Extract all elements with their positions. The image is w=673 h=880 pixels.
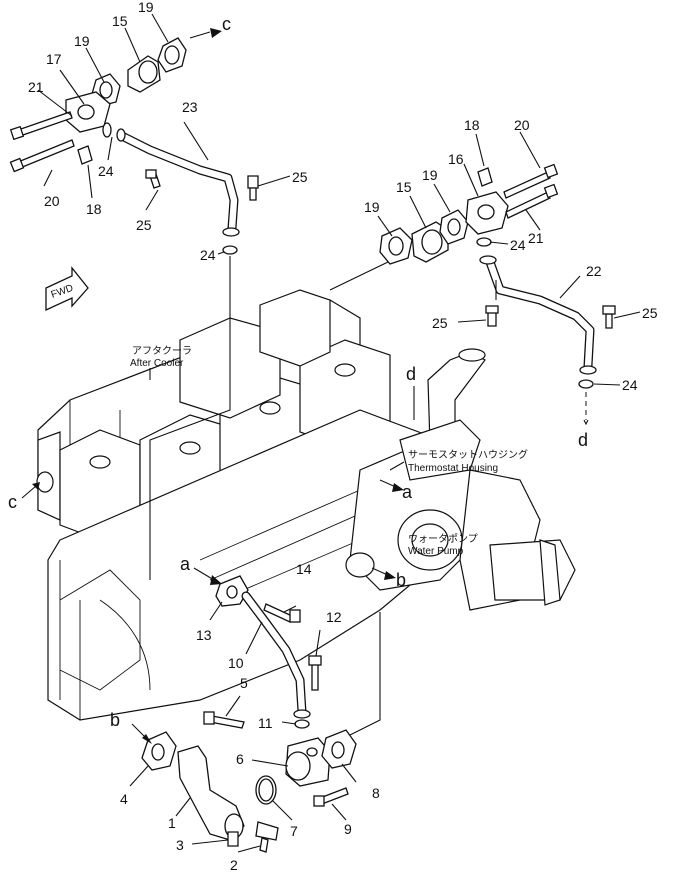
callout-15-left: 15 <box>112 13 128 29</box>
callout-3: 3 <box>176 837 184 853</box>
callout-25-left: 25 <box>136 217 152 233</box>
callout-22: 22 <box>586 263 602 279</box>
callout-25-right: 25 <box>432 315 448 331</box>
fwd-arrow: FWD <box>45 266 89 312</box>
callout-14: 14 <box>296 561 312 577</box>
letter-c-left: c <box>8 492 17 512</box>
after-cooler-en: After Cooler <box>130 358 184 369</box>
callout-6: 6 <box>236 751 244 767</box>
bottom-assembly <box>21 479 404 853</box>
callout-20-left: 20 <box>44 193 60 209</box>
callout-24-bottom-right: 24 <box>622 377 638 393</box>
callout-24-left: 24 <box>98 163 114 179</box>
callout-25-far-right: 25 <box>642 305 658 321</box>
callout-18-left: 18 <box>86 201 102 217</box>
top-left-assembly <box>9 13 291 255</box>
callout-9: 9 <box>344 821 352 837</box>
callout-7: 7 <box>290 823 298 839</box>
engine-block <box>36 289 576 721</box>
callout-25-mid: 25 <box>292 169 308 185</box>
callout-1: 1 <box>168 815 176 831</box>
component-annotations: アフタクーラ After Cooler サーモスタットハウジング Thermos… <box>130 345 528 557</box>
top-right-assembly <box>377 131 641 389</box>
letter-c-top: c <box>222 14 231 34</box>
water-pump-en: Water Pump <box>408 546 464 557</box>
callout-8: 8 <box>372 785 380 801</box>
callout-19-right: 19 <box>364 199 380 215</box>
callout-17: 17 <box>46 51 62 67</box>
callout-15-right: 15 <box>396 179 412 195</box>
water-pump-jp: ウォータポンプ <box>408 533 478 545</box>
callout-21-left: 21 <box>28 79 44 95</box>
callout-labels: 21 17 19 15 19 c 23 24 20 18 25 25 24 18… <box>8 0 658 873</box>
callout-2: 2 <box>230 857 238 873</box>
thermostat-jp: サーモスタットハウジング <box>408 448 528 461</box>
callout-4: 4 <box>120 791 128 807</box>
letter-d-right: d <box>578 430 588 450</box>
callout-16: 16 <box>448 151 464 167</box>
letter-d-mid: d <box>406 364 416 384</box>
callout-21-right: 21 <box>528 230 544 246</box>
callout-13: 13 <box>196 627 212 643</box>
thermostat-en: Thermostat Housing <box>408 463 498 474</box>
letter-b-left: b <box>110 710 120 730</box>
letter-a-left: a <box>180 554 191 574</box>
letter-a-right: a <box>402 482 413 502</box>
callout-5: 5 <box>240 675 248 691</box>
callout-19-top: 19 <box>138 0 154 15</box>
callout-19-left: 19 <box>74 33 90 49</box>
callout-20-right: 20 <box>514 117 530 133</box>
callout-18-right: 18 <box>464 117 480 133</box>
connection-lines <box>149 256 589 741</box>
letter-b-right: b <box>396 570 406 590</box>
callout-23: 23 <box>182 99 198 115</box>
callout-24-mid: 24 <box>200 247 216 263</box>
callout-12: 12 <box>326 609 342 625</box>
after-cooler-jp: アフタクーラ <box>132 345 192 357</box>
callout-10: 10 <box>228 655 244 671</box>
callout-11: 11 <box>258 715 273 731</box>
callout-19-right-b: 19 <box>422 167 438 183</box>
callout-24-right: 24 <box>510 237 526 253</box>
